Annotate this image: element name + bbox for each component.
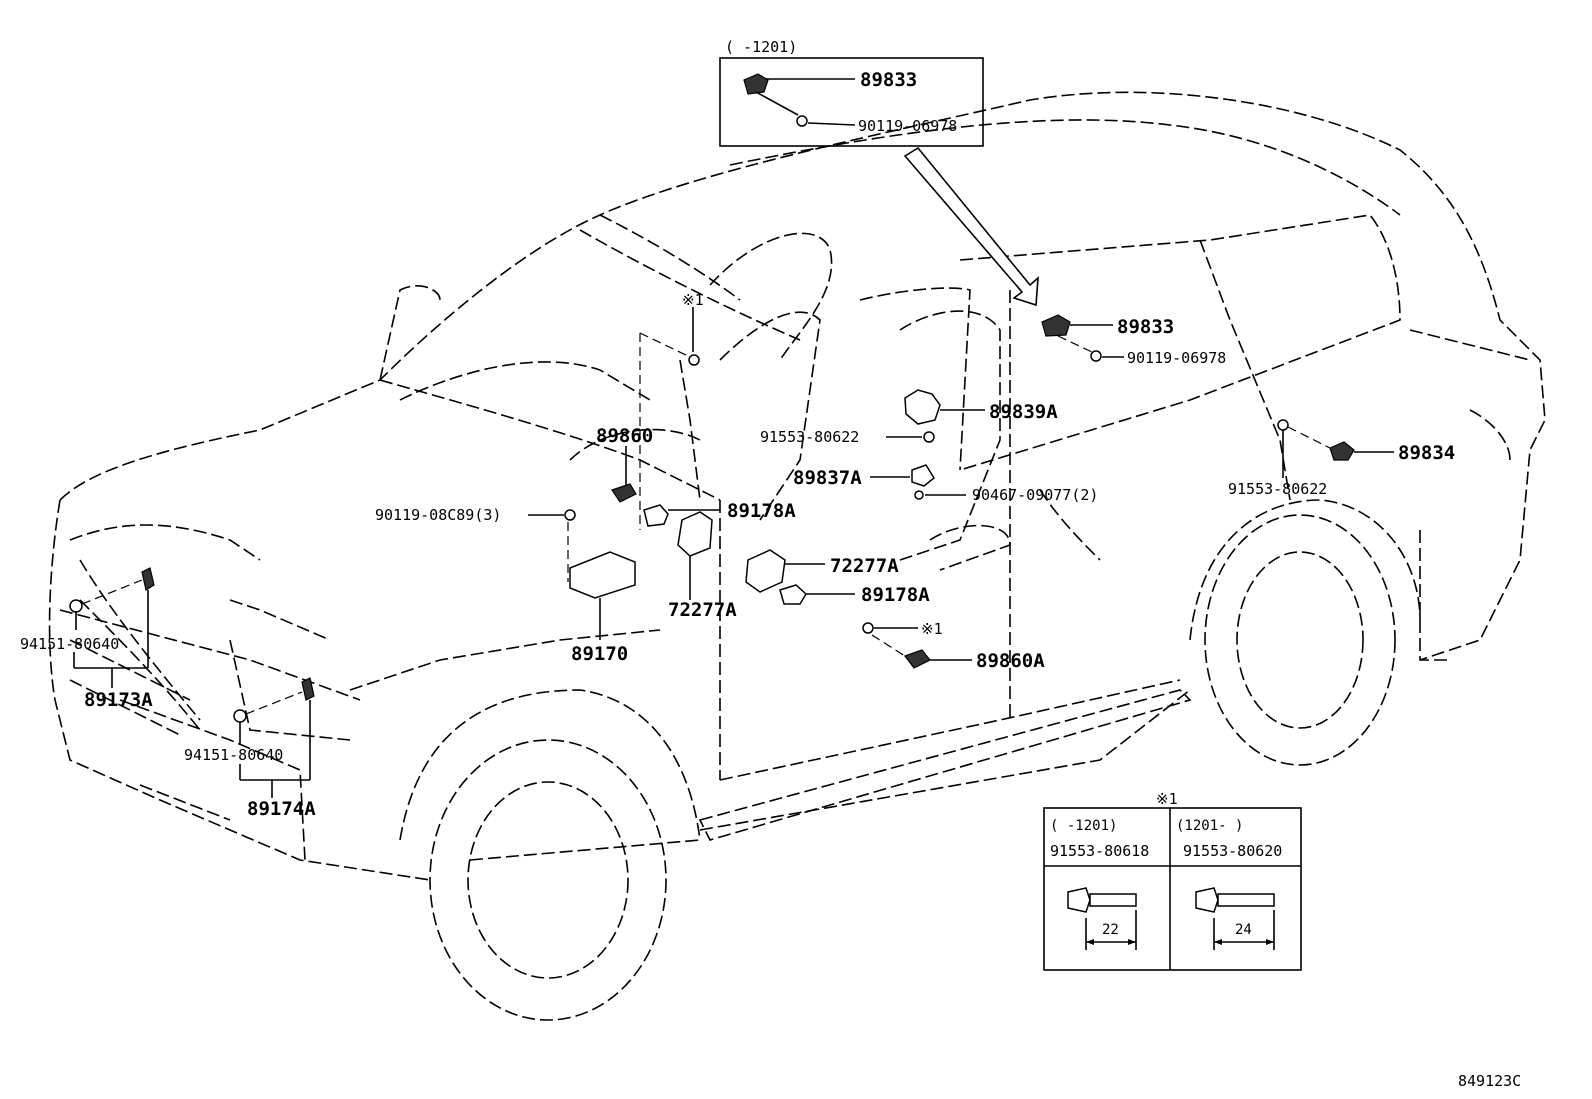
label-91553-80622-center: 91553-80622 [760,428,859,446]
sensor-89834 [1277,419,1394,478]
label-90119-08C89: 90119-08C89(3) [375,506,501,524]
top-inset-box [719,57,1039,307]
note-mark-upper: ※1 [682,291,704,309]
vehicle-body-outline [48,91,1546,881]
sensor-89837A [870,464,966,500]
note-col2-length: 24 [1235,922,1252,938]
sensor-89178A-upper [643,504,720,527]
note-col1-range: ( -1201) [1050,818,1117,834]
sensor-89860 [611,446,637,503]
bolt-note1-upper [639,307,700,530]
label-72277A-right: 72277A [830,555,899,577]
bolt-91553-80622-center [886,431,935,443]
label-89173A: 89173A [84,689,153,711]
sensor-89174A-group [233,677,315,798]
inset-label-90119-06978: 90119-06978 [858,117,957,135]
note-table-mark: ※1 [1156,790,1178,808]
label-72277A-lower: 72277A [668,599,737,621]
front-grille [69,559,351,741]
label-89174A: 89174A [247,798,316,820]
note-col2-range: (1201- ) [1176,818,1243,834]
label-89860A: 89860A [976,650,1045,672]
module-89170 [569,551,636,640]
inset-label-89833: 89833 [860,69,917,91]
note-table [1043,807,1302,971]
bracket-72277A-right [745,549,825,593]
label-89839A: 89839A [989,401,1058,423]
note-mark-mid: ※1 [921,620,943,638]
label-94151-80640-left: 94151-80640 [20,635,119,653]
label-89834: 89834 [1398,442,1455,464]
front-wheel [399,689,701,1021]
label-90119-06978: 90119-06978 [1127,349,1226,367]
sensor-89833 [1041,314,1124,362]
rear-wheel [1189,499,1421,766]
note-col2-part: 91553-80620 [1183,842,1282,860]
label-89178A-upper: 89178A [727,500,796,522]
figure-code: 849123C [1458,1072,1521,1090]
sensor-89173A-group [69,567,155,688]
bracket-72277A-upper [677,511,713,600]
label-89837A: 89837A [793,467,862,489]
label-94151-80640-right: 94151-80640 [184,746,283,764]
note-col1-part: 91553-80618 [1050,842,1149,860]
bolt-note1-lower [862,622,918,659]
inset-range-label: ( -1201) [725,38,797,56]
note-col1-length: 22 [1102,922,1119,938]
sensor-89178A-lower [779,584,855,605]
label-89860: 89860 [596,425,653,447]
bolt-90119-08C89 [528,509,576,582]
label-89178A-lower: 89178A [861,584,930,606]
label-89833: 89833 [1117,316,1174,338]
label-89170: 89170 [571,643,628,665]
label-90467-09077: 90467-09077(2) [972,486,1098,504]
label-91553-80622-right: 91553-80622 [1228,480,1327,498]
sensor-89839A [904,389,985,425]
sensor-89860A [904,649,972,669]
